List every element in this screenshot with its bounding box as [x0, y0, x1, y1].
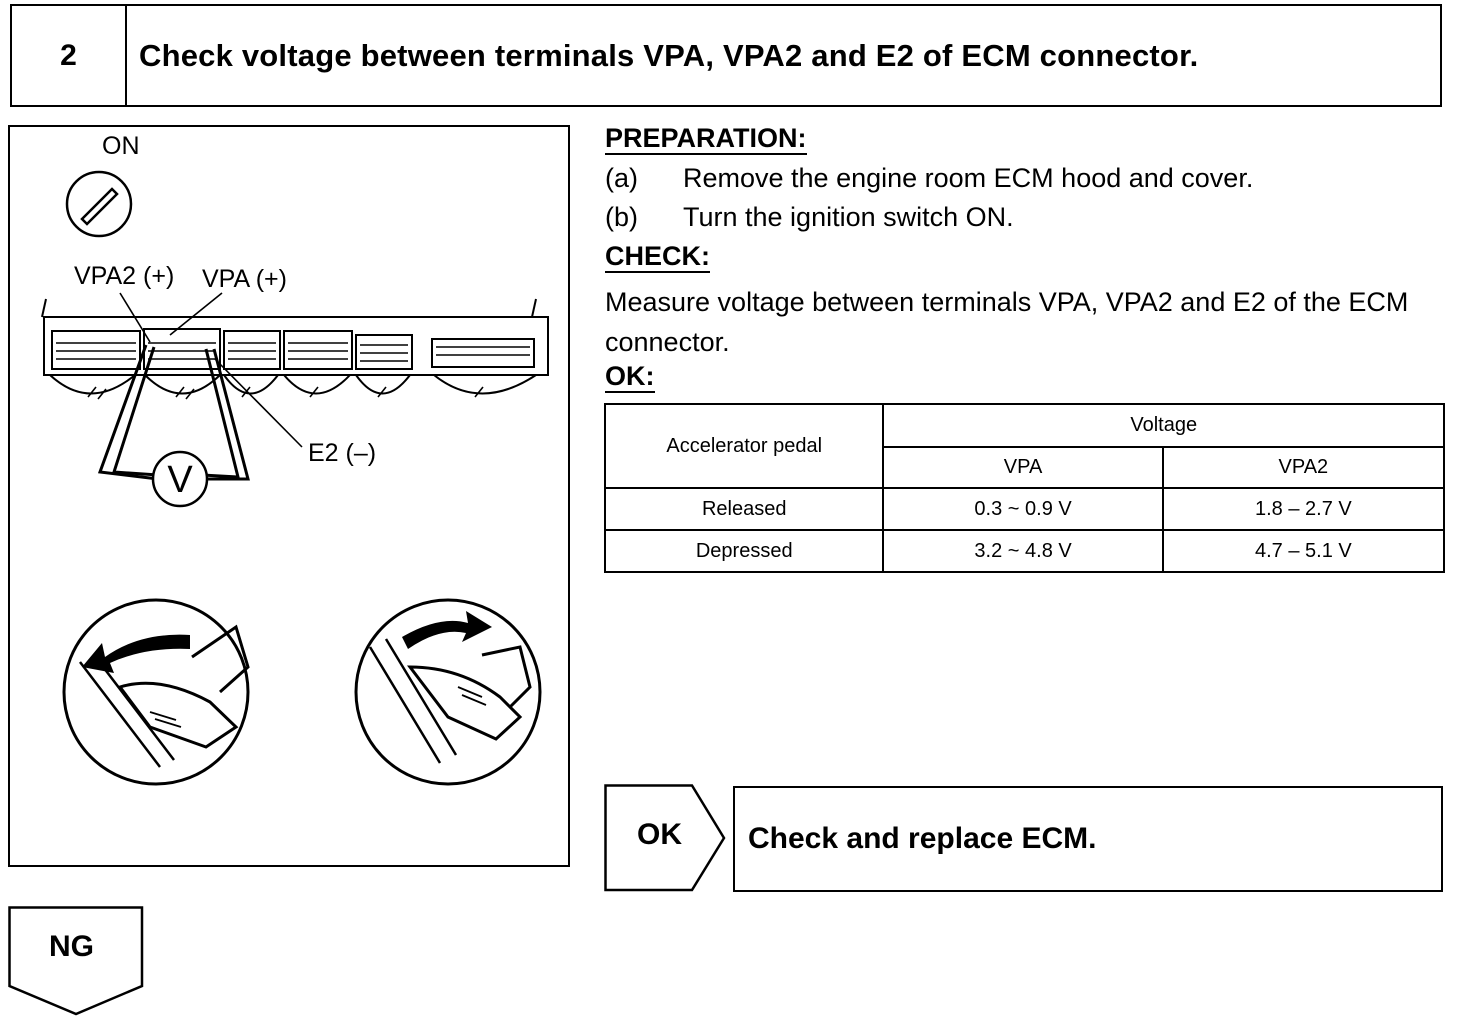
- voltmeter-leads: [97, 344, 250, 481]
- ok-action-text: Check and replace ECM.: [748, 822, 1097, 855]
- check-heading: CHECK:: [605, 241, 710, 273]
- step-number: 2: [12, 6, 127, 105]
- voltage-spec-table: Accelerator pedal Voltage VPA VPA2 Relea…: [603, 403, 1446, 573]
- step-marker: (a): [605, 163, 638, 193]
- preparation-step: (b) Turn the ignition switch ON.: [605, 201, 1014, 233]
- step-text: Remove the engine room ECM hood and cove…: [683, 163, 1254, 193]
- table-subheader-vpa2: VPA2: [1161, 446, 1446, 489]
- ok-heading: OK:: [605, 361, 655, 393]
- table-row: Depressed 3.2 ~ 4.8 V 4.7 – 5.1 V: [603, 529, 1446, 573]
- table-row: Released 0.3 ~ 0.9 V 1.8 – 2.7 V: [603, 487, 1446, 531]
- step-header: 2 Check voltage between terminals VPA, V…: [10, 4, 1442, 107]
- vpa-terminal-label: VPA (+): [202, 265, 287, 293]
- step-text: Turn the ignition switch ON.: [683, 202, 1014, 232]
- table-header-voltage: Voltage: [882, 403, 1445, 448]
- step-marker: (b): [605, 202, 638, 232]
- switch-on-label: ON: [102, 132, 140, 160]
- ng-arrow-box: [8, 906, 144, 1016]
- vpa2-terminal-label: VPA2 (+): [74, 262, 175, 290]
- voltmeter-symbol: V: [167, 459, 193, 501]
- arrow-right-icon: [402, 611, 492, 649]
- table-subheader-vpa: VPA: [882, 446, 1164, 489]
- preparation-heading: PREPARATION:: [605, 123, 807, 155]
- arrow-left-icon: [82, 634, 190, 673]
- vpa-value-cell: 0.3 ~ 0.9 V: [882, 487, 1164, 531]
- label-leaders: [119, 292, 303, 448]
- ignition-switch-icon: [65, 170, 133, 238]
- pedal-state-cell: Released: [603, 487, 885, 531]
- e2-terminal-label: E2 (–): [308, 439, 377, 467]
- voltmeter-icon: [151, 450, 209, 508]
- pedal-state-cell: Depressed: [603, 529, 885, 573]
- pedal-released-icon: [62, 598, 250, 786]
- check-instruction: Measure voltage between terminals VPA, V…: [605, 287, 1409, 357]
- ng-result-label: NG: [49, 930, 94, 963]
- pedal-depressed-icon: [354, 598, 542, 786]
- preparation-step: (a) Remove the engine room ECM hood and c…: [605, 162, 1253, 194]
- step-title: Check voltage between terminals VPA, VPA…: [139, 37, 1199, 73]
- ok-result-label: OK: [637, 818, 682, 851]
- connector-illustration: V ON VPA2 (+) VPA (+) E2 (–): [8, 125, 570, 867]
- vpa2-value-cell: 1.8 – 2.7 V: [1161, 487, 1446, 531]
- ok-action-box: Check and replace ECM.: [733, 786, 1443, 892]
- illustration-drawing: V: [41, 170, 549, 786]
- vpa2-value-cell: 4.7 – 5.1 V: [1161, 529, 1446, 573]
- vpa-value-cell: 3.2 ~ 4.8 V: [882, 529, 1164, 573]
- table-header-pedal: Accelerator pedal: [603, 403, 885, 489]
- ecm-connector: [41, 298, 549, 400]
- ok-arrow-box: [604, 784, 726, 892]
